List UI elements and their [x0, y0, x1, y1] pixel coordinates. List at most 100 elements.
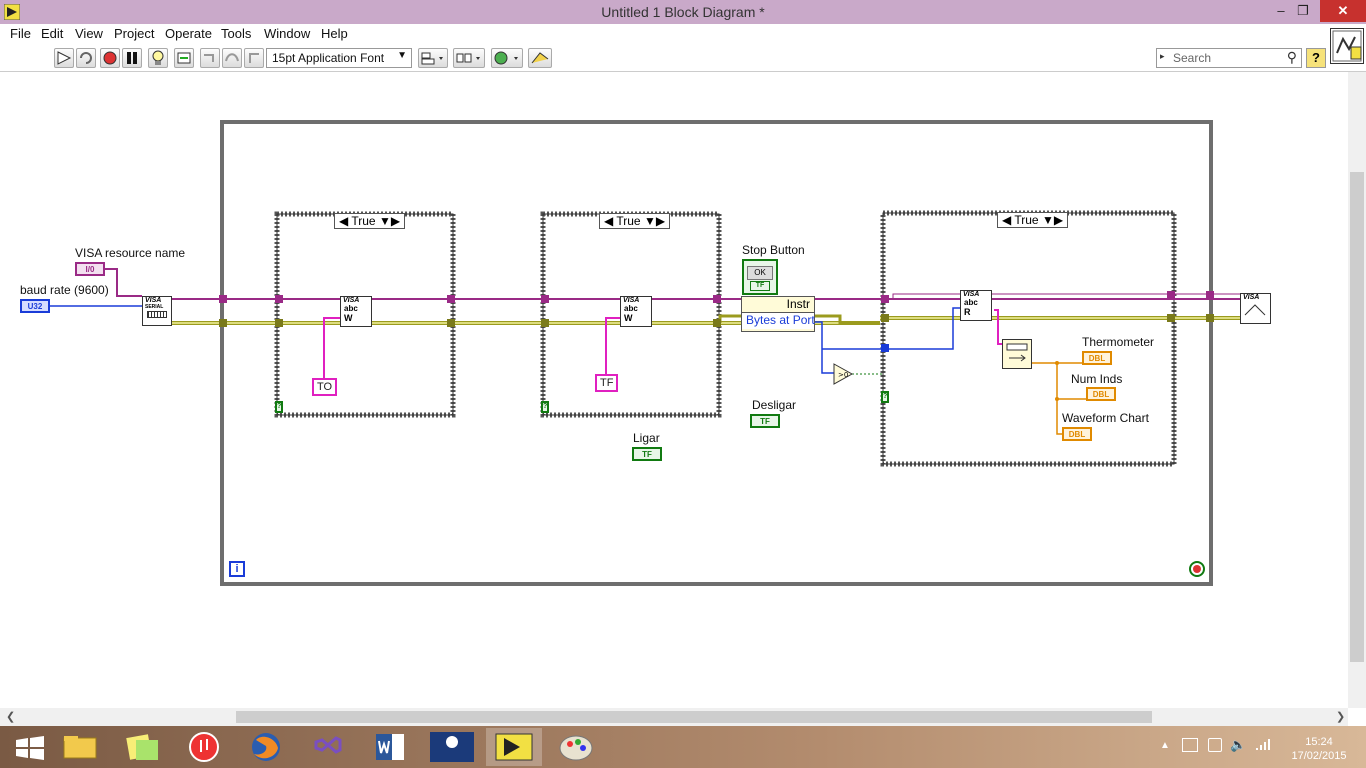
vi-icon[interactable]	[1330, 28, 1364, 64]
step-out-icon[interactable]	[244, 48, 264, 68]
vertical-scroll-thumb[interactable]	[1350, 172, 1364, 662]
desligar-terminal[interactable]: TF	[750, 414, 780, 428]
abc-text: abc	[341, 304, 371, 313]
maximize-icon[interactable]: ❐	[1288, 0, 1318, 22]
abort-icon[interactable]	[100, 48, 120, 68]
case-next-icon[interactable]: ▼▶	[379, 214, 400, 228]
string-to-number-node[interactable]	[1002, 339, 1032, 369]
property-bytes-at-port[interactable]: Bytes at Port	[742, 313, 814, 329]
abc-text: abc	[621, 304, 651, 313]
case-selector-3[interactable]: ◀ True ▼▶	[997, 212, 1068, 228]
step-into-icon[interactable]	[200, 48, 220, 68]
abc-text: abc	[961, 298, 991, 307]
visa-write-node-2[interactable]: VISA abc W	[620, 296, 652, 327]
retain-wire-values-icon[interactable]	[174, 48, 194, 68]
start-button[interactable]	[2, 728, 58, 766]
visa-write-node-1[interactable]: VISA abc W	[340, 296, 372, 327]
string-constant-to[interactable]: TO	[312, 378, 337, 396]
waveform-chart-terminal[interactable]: DBL	[1062, 427, 1092, 441]
visa-resource-terminal[interactable]: I/0	[75, 262, 105, 276]
keyboard-icon[interactable]	[1182, 738, 1198, 752]
scroll-right-icon[interactable]: ❯	[1336, 710, 1345, 723]
signal-icon[interactable]	[1254, 738, 1270, 752]
property-node[interactable]: Instr Bytes at Port	[741, 296, 815, 332]
case-prev-icon[interactable]: ◀	[339, 214, 348, 228]
visa-read-node[interactable]: VISA abc R	[960, 290, 992, 321]
step-over-icon[interactable]	[222, 48, 242, 68]
ligar-terminal[interactable]: TF	[632, 447, 662, 461]
visa-resource-label: VISA resource name	[75, 246, 185, 260]
menu-view[interactable]: View	[75, 26, 103, 41]
pause-icon[interactable]	[122, 48, 142, 68]
distribute-objects-icon[interactable]	[453, 48, 485, 68]
highlight-execution-icon[interactable]	[148, 48, 168, 68]
labview-taskbar-icon[interactable]	[486, 728, 542, 766]
run-icon[interactable]	[54, 48, 74, 68]
menu-operate[interactable]: Operate	[165, 26, 212, 41]
window-title: Untitled 1 Block Diagram *	[0, 4, 1366, 20]
itunes-icon[interactable]	[176, 728, 232, 766]
thermometer-terminal[interactable]: DBL	[1082, 351, 1112, 365]
case-selector-2[interactable]: ◀ True ▼▶	[599, 213, 670, 229]
num-inds-terminal[interactable]: DBL	[1086, 387, 1116, 401]
show-hidden-icons-icon[interactable]: ▲	[1160, 740, 1170, 751]
stop-button-terminal[interactable]: OK TF	[742, 259, 778, 295]
visa-text: VISA	[1241, 294, 1270, 301]
context-help-button[interactable]: ?	[1306, 48, 1326, 68]
case-prev-icon[interactable]: ◀	[604, 214, 613, 228]
network-icon[interactable]	[1208, 738, 1222, 752]
search-dropdown-icon[interactable]: ▸	[1160, 51, 1165, 62]
case-1-selector-terminal[interactable]: ?	[275, 401, 283, 413]
case-3-selector-terminal[interactable]: ?	[881, 391, 889, 403]
clock[interactable]: 15:24 17/02/2015	[1284, 735, 1354, 763]
write-text: W	[341, 313, 371, 323]
vertical-scrollbar[interactable]	[1348, 72, 1366, 708]
case-next-icon[interactable]: ▼▶	[644, 214, 665, 228]
waveform-chart-label: Waveform Chart	[1062, 411, 1149, 425]
case-2-selector-terminal[interactable]: ?	[541, 401, 549, 413]
case-selector-1-value: True	[351, 214, 375, 228]
visa-close-node[interactable]: VISA	[1240, 293, 1271, 324]
baud-rate-terminal[interactable]: U32	[20, 299, 50, 313]
menu-project[interactable]: Project	[114, 26, 154, 41]
menu-window[interactable]: Window	[264, 26, 310, 41]
block-diagram-canvas[interactable]: >0 i ◀ True ▼▶ ◀ True ▼▶ ◀ True ▼▶ ? ? ?…	[0, 72, 1348, 708]
visa-text: VISA	[341, 297, 371, 304]
pearson-app-icon[interactable]	[424, 728, 480, 766]
search-input[interactable]: ▸ Search ⚲	[1156, 48, 1302, 68]
scroll-left-icon[interactable]: ❮	[6, 710, 15, 723]
visa-text: VISA	[143, 297, 171, 304]
align-objects-icon[interactable]	[418, 48, 448, 68]
search-icon[interactable]: ⚲	[1287, 49, 1297, 66]
sticky-notes-icon[interactable]	[114, 728, 170, 766]
case-selector-2-value: True	[616, 214, 640, 228]
visa-configure-serial-node[interactable]: VISA SERIAL	[142, 296, 172, 326]
case-prev-icon[interactable]: ◀	[1002, 213, 1011, 227]
string-constant-tf[interactable]: TF	[595, 374, 618, 392]
case-next-icon[interactable]: ▼▶	[1042, 213, 1063, 227]
search-placeholder: Search	[1173, 51, 1211, 65]
iteration-terminal[interactable]: i	[229, 561, 245, 577]
volume-icon[interactable]: 🔈	[1230, 737, 1246, 753]
menu-help[interactable]: Help	[321, 26, 348, 41]
horizontal-scrollbar[interactable]: ❮ ❯	[0, 708, 1348, 726]
word-icon[interactable]	[362, 728, 418, 766]
menu-file[interactable]: File	[10, 26, 31, 41]
firefox-icon[interactable]	[238, 728, 294, 766]
reorder-icon[interactable]	[491, 48, 523, 68]
font-select[interactable]: 15pt Application Font ▼	[266, 48, 412, 68]
paint-icon[interactable]	[548, 728, 604, 766]
stop-button-tf: TF	[750, 281, 770, 291]
horizontal-scroll-thumb[interactable]	[236, 711, 1152, 723]
close-icon[interactable]: ✕	[1320, 0, 1366, 22]
write-text: W	[621, 313, 651, 323]
file-explorer-icon[interactable]	[52, 728, 108, 766]
visual-studio-icon[interactable]	[300, 728, 356, 766]
case-selector-1[interactable]: ◀ True ▼▶	[334, 213, 405, 229]
loop-condition-stop-icon[interactable]	[1189, 561, 1205, 577]
menu-edit[interactable]: Edit	[41, 26, 63, 41]
clean-up-diagram-icon[interactable]	[528, 48, 552, 68]
baud-rate-label: baud rate (9600)	[20, 283, 109, 297]
menu-tools[interactable]: Tools	[221, 26, 251, 41]
run-continuously-icon[interactable]	[76, 48, 96, 68]
